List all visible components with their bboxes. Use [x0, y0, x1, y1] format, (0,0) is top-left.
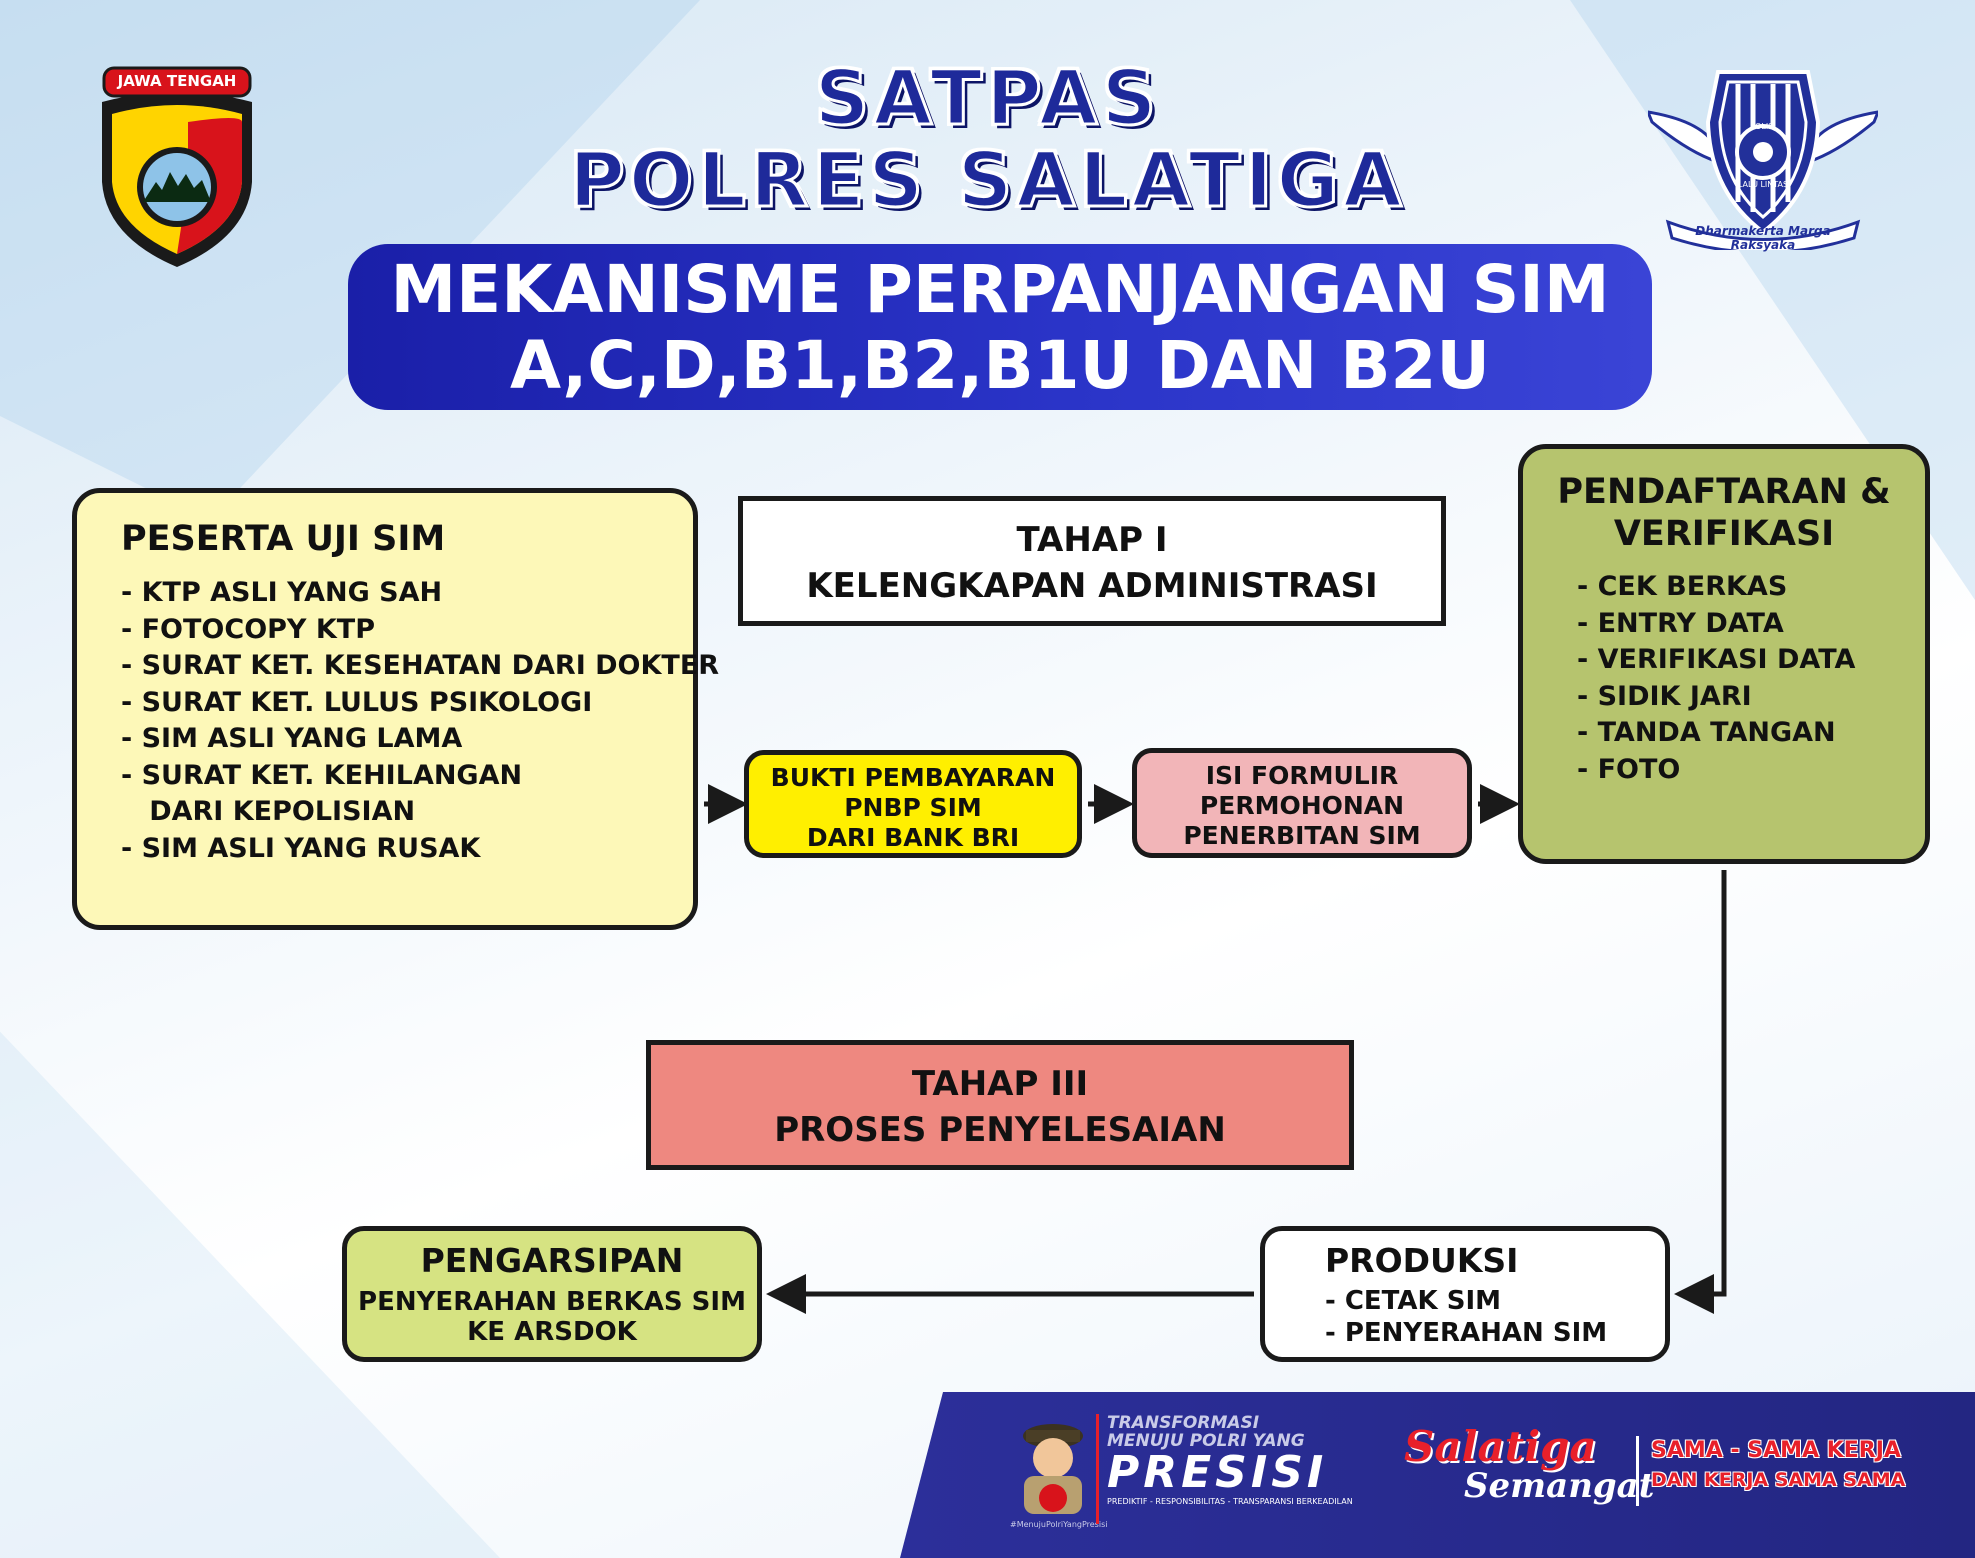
pendaftaran-title-line1: PENDAFTARAN &	[1557, 472, 1891, 512]
tahap-1-box: TAHAP I KELENGKAPAN ADMINISTRASI	[738, 496, 1446, 626]
peserta-title: PESERTA UJI SIM	[121, 519, 446, 559]
pengarsipan-title: PENGARSIPAN	[420, 1241, 684, 1280]
arrow-pendaftaran-to-produksi	[1674, 870, 1727, 1314]
tahap-3-box: TAHAP III PROSES PENYELESAIAN	[646, 1040, 1354, 1170]
list-item: - SIDIK JARI	[1577, 680, 1752, 712]
presisi-word: PRESISI	[1107, 1447, 1328, 1498]
list-item: - CEK BERKAS	[1577, 571, 1788, 602]
formulir-line2: PERMOHONAN	[1199, 791, 1405, 820]
salatiga-semangat-logo: Salatiga Semangat	[1404, 1418, 1654, 1518]
list-item: - VERIFIKASI DATA	[1577, 644, 1856, 675]
list-item: - KTP ASLI YANG SAH	[121, 577, 443, 608]
subtitle-banner: MEKANISME PERPANJANGAN SIM A,C,D,B1,B2,B…	[348, 244, 1652, 410]
pembayaran-line2: PNBP SIM	[844, 793, 982, 822]
right-logo-motto: Dharmakerta Marga Raksyaka	[1695, 224, 1831, 252]
list-item: - SIM ASLI YANG RUSAK	[121, 832, 481, 864]
pendaftaran-steps-list: - CEK BERKAS - ENTRY DATA - VERIFIKASI D…	[1523, 569, 1925, 788]
list-item: - CETAK SIM	[1325, 1286, 1501, 1316]
isi-formulir-box: ISI FORMULIR PERMOHONAN PENERBITAN SIM	[1132, 748, 1472, 858]
peserta-requirements-list: - KTP ASLI YANG SAH - FOTOCOPY KTP - SUR…	[121, 575, 720, 867]
pembayaran-line1: BUKTI PEMBAYARAN	[770, 763, 1056, 792]
pengarsipan-box: PENGARSIPAN PENYERAHAN BERKAS SIM KE ARS…	[342, 1226, 762, 1362]
right-logo-text-top: POLISI	[1750, 122, 1776, 131]
list-item: - PENYERAHAN SIM	[1325, 1318, 1608, 1348]
list-item: DARI KEPOLISIAN	[121, 796, 416, 827]
slogan-line2: DAN KERJA SAMA SAMA	[1651, 1469, 1906, 1491]
list-item: - ENTRY DATA	[1577, 607, 1784, 639]
formulir-line3: PENERBITAN SIM	[1183, 821, 1421, 850]
slogan-block: SAMA - SAMA KERJA DAN KERJA SAMA SAMA	[1636, 1436, 1936, 1506]
bukti-pembayaran-box: BUKTI PEMBAYARAN PNBP SIM DARI BANK BRI	[744, 750, 1082, 858]
tahap-1-label: TAHAP I	[1016, 520, 1168, 560]
jawa-tengah-label: JAWA TENGAH	[117, 72, 237, 90]
pengarsipan-line2: KE ARSDOK	[467, 1317, 637, 1347]
tahap-3-description: PROSES PENYELESAIAN	[774, 1110, 1226, 1150]
presisi-tagline: PREDIKTIF - RESPONSIBILITAS - TRANSPARAN…	[1107, 1497, 1353, 1506]
formulir-line1: ISI FORMULIR	[1205, 761, 1399, 790]
polisi-lalu-lintas-logo: Dharmakerta Marga Raksyaka POLISI LALU L…	[1645, 62, 1881, 254]
semangat-word: Semangat	[1464, 1466, 1655, 1506]
presisi-top2: MENUJU POLRI YANG	[1107, 1431, 1305, 1451]
jawa-tengah-badge-logo: JAWA TENGAH	[98, 62, 256, 270]
tahap-1-description: KELENGKAPAN ADMINISTRASI	[806, 566, 1378, 606]
list-item: - SIM ASLI YANG LAMA	[121, 723, 463, 754]
list-item: - FOTO	[1577, 753, 1681, 785]
list-item: - SURAT KET. LULUS PSIKOLOGI	[121, 686, 593, 718]
pendaftaran-verifikasi-box: PENDAFTARAN & VERIFIKASI - CEK BERKAS - …	[1518, 444, 1930, 864]
salatiga-word: Salatiga	[1404, 1422, 1597, 1471]
right-logo-text-bottom: LALU LINTAS	[1737, 180, 1789, 189]
produksi-box: PRODUKSI - CETAK SIM - PENYERAHAN SIM	[1260, 1226, 1670, 1362]
subtitle-line1: MEKANISME PERPANJANGAN SIM	[390, 251, 1610, 328]
page-title-line2: POLRES SALATIGA	[568, 135, 1406, 224]
list-item: - TANDA TANGAN	[1577, 717, 1836, 748]
peserta-uji-sim-box: PESERTA UJI SIM - KTP ASLI YANG SAH - FO…	[72, 488, 720, 930]
list-item: - SURAT KET. KEHILANGAN	[121, 759, 523, 791]
pendaftaran-title-line2: VERIFIKASI	[1613, 514, 1835, 554]
police-mascot-logo	[1014, 1414, 1092, 1518]
slogan-line1: SAMA - SAMA KERJA	[1651, 1438, 1901, 1463]
tahap-3-label: TAHAP III	[911, 1064, 1089, 1104]
produksi-title: PRODUKSI	[1325, 1241, 1519, 1280]
presisi-top1: TRANSFORMASI	[1107, 1413, 1260, 1433]
footer-band	[900, 1392, 1975, 1558]
pengarsipan-line1: PENYERAHAN BERKAS SIM	[358, 1287, 746, 1317]
page-title-line1: SATPAS	[813, 53, 1161, 142]
produksi-steps-list: - CETAK SIM - PENYERAHAN SIM	[1325, 1285, 1665, 1349]
pembayaran-line3: DARI BANK BRI	[806, 823, 1020, 852]
list-item: - SURAT KET. KESEHATAN DARI DOKTER	[121, 650, 720, 681]
presisi-block: TRANSFORMASI MENUJU POLRI YANG PRESISI P…	[1096, 1414, 1396, 1524]
list-item: - FOTOCOPY KTP	[121, 613, 376, 645]
mascot-hashtag: #MenujuPolriYangPresisi	[1010, 1520, 1108, 1529]
subtitle-line2: A,C,D,B1,B2,B1U DAN B2U	[509, 327, 1491, 404]
